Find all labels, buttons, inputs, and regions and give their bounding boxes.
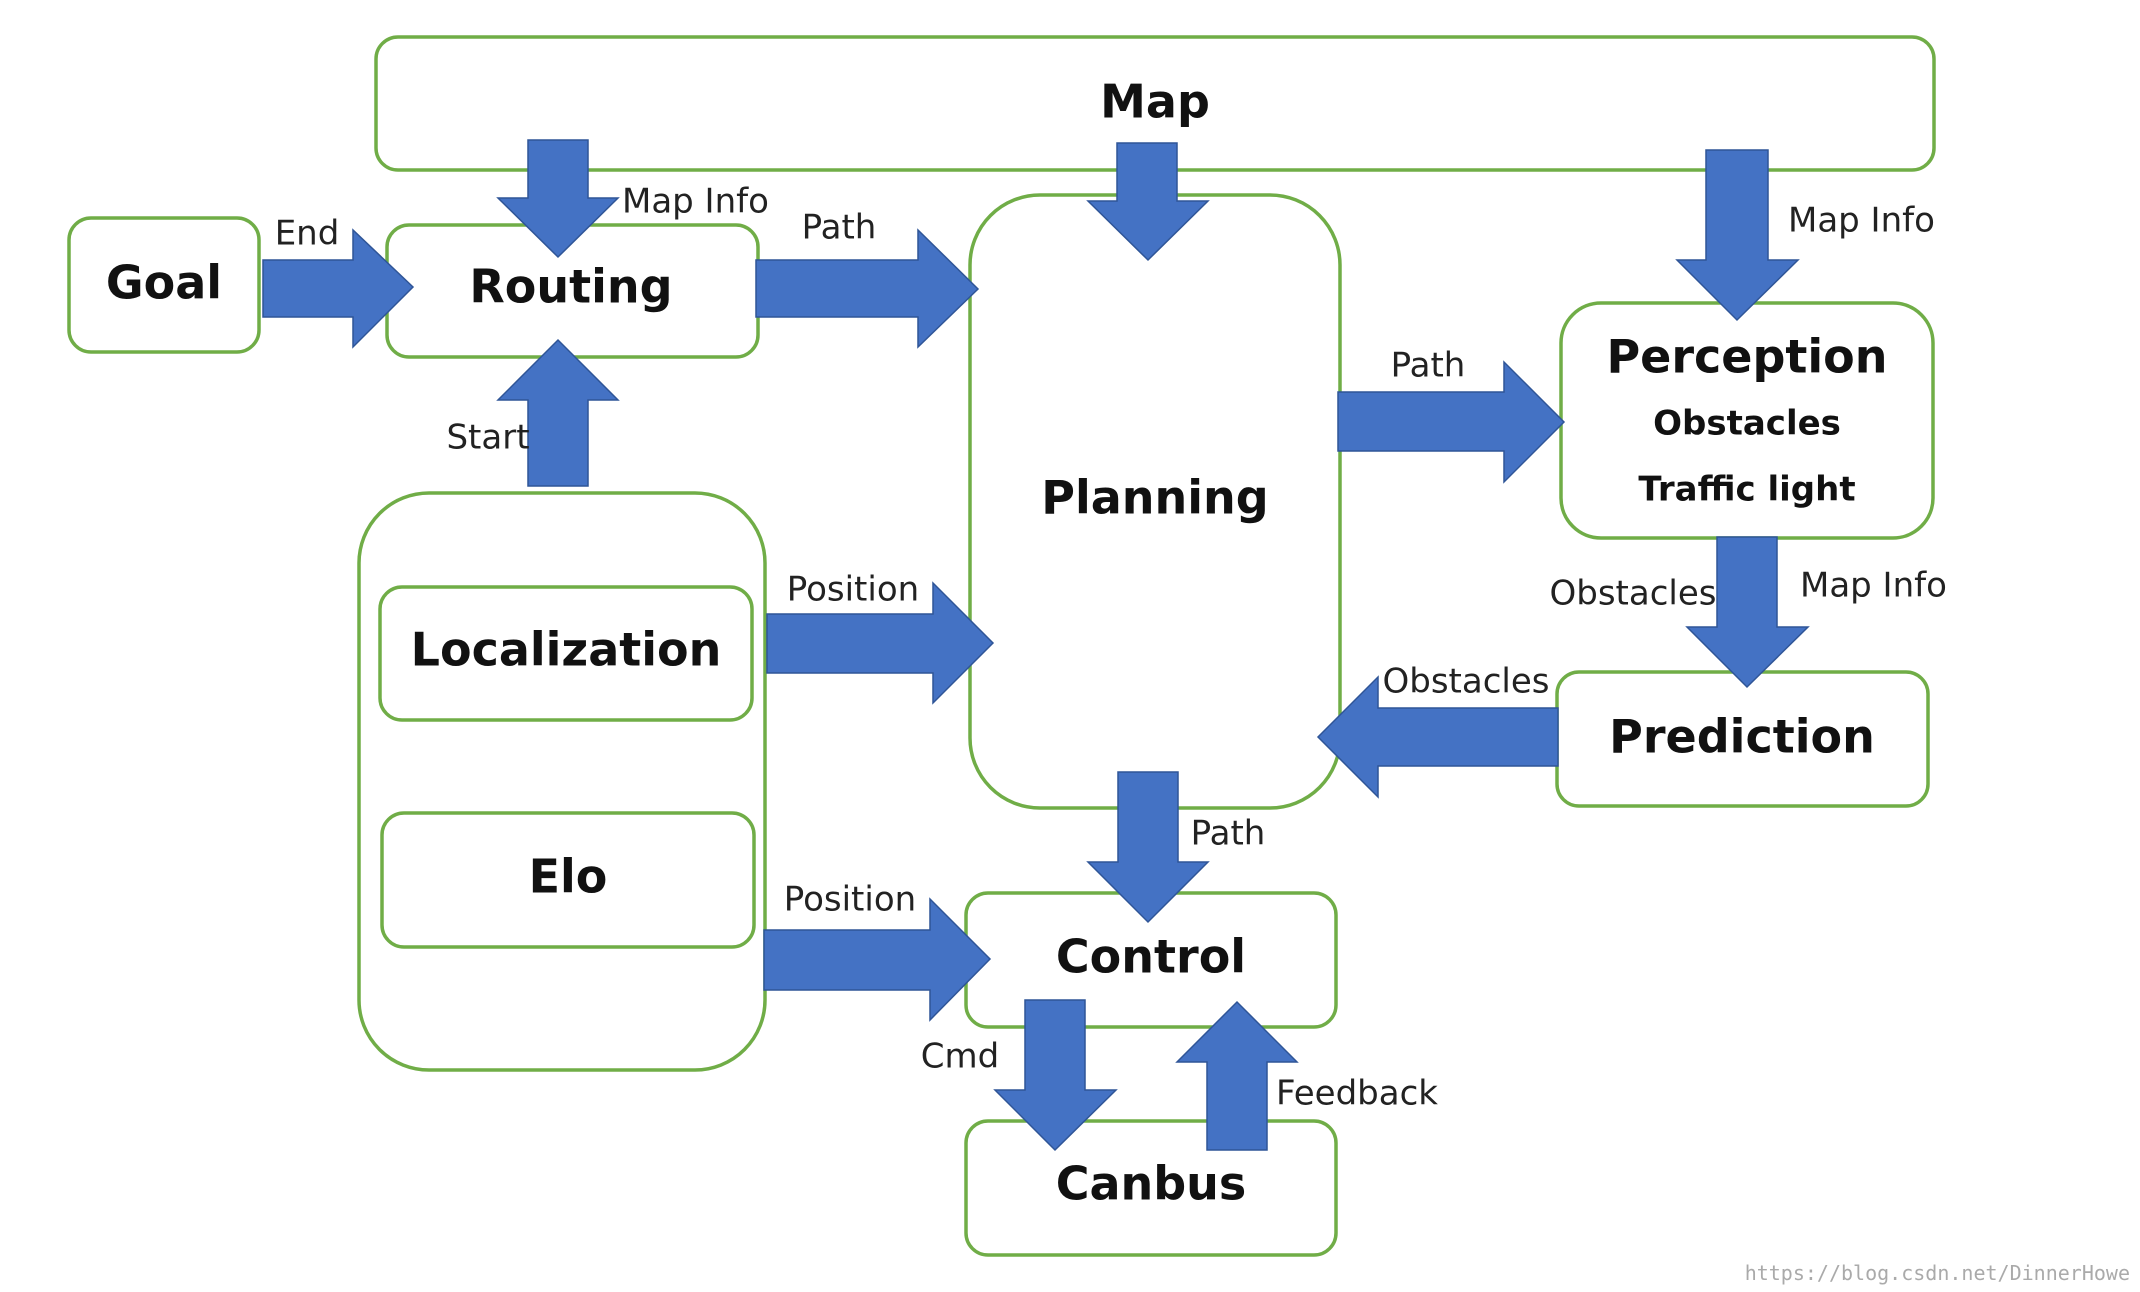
arrow-map-to-routing — [496, 139, 620, 259]
prediction-title: Prediction — [1609, 710, 1875, 764]
perception-traffic-light-label: Traffic light — [1638, 470, 1855, 510]
arrow-control-to-canbus — [993, 999, 1118, 1152]
perception-title: Perception — [1606, 330, 1887, 384]
edge-label-control-canbus: Cmd — [921, 1037, 999, 1077]
watermark: https://blog.csdn.net/DinnerHowe — [1745, 1261, 2130, 1285]
arrow-elo-to-control — [763, 897, 992, 1022]
edge-label-perception-prediction-obstacles: Obstacles — [1550, 574, 1717, 614]
edge-label-map-perception: Map Info — [1788, 201, 1935, 241]
edge-label-planning-perception: Path — [1391, 346, 1466, 386]
arrow-localization-to-planning — [766, 581, 995, 705]
goal-box — [67, 216, 261, 354]
edge-label-perception-prediction-mapinfo: Map Info — [1800, 566, 1947, 606]
arrow-localization-to-routing — [496, 338, 620, 487]
control-title: Control — [1056, 930, 1246, 984]
arrow-perception-to-prediction — [1685, 536, 1810, 689]
map-title: Map — [1100, 75, 1210, 129]
goal-title: Goal — [106, 256, 222, 310]
arrow-map-to-planning — [1086, 142, 1210, 262]
arrow-routing-to-planning — [755, 228, 980, 349]
localization-group-box — [357, 491, 767, 1072]
arrow-goal-to-routing — [262, 228, 415, 349]
perception-obstacles-label: Obstacles — [1653, 404, 1841, 444]
edge-label-map-routing: Map Info — [622, 182, 769, 222]
edge-label-localization-planning: Position — [787, 570, 919, 610]
arrow-canbus-to-control — [1175, 1000, 1299, 1151]
arrow-planning-to-perception — [1337, 360, 1566, 484]
edge-label-planning-control: Path — [1191, 814, 1266, 854]
elo-box — [380, 811, 756, 949]
localization-box — [378, 585, 754, 722]
localization-title: Localization — [411, 623, 722, 677]
edge-label-elo-control: Position — [784, 880, 916, 920]
planning-title: Planning — [1041, 471, 1268, 525]
canbus-box — [964, 1119, 1338, 1257]
routing-title: Routing — [469, 260, 672, 314]
edge-label-goal-routing: End — [275, 214, 340, 254]
edge-label-routing-planning: Path — [802, 208, 877, 248]
arrow-prediction-to-planning — [1316, 675, 1559, 799]
edge-label-prediction-planning: Obstacles — [1383, 662, 1550, 702]
elo-title: Elo — [529, 850, 608, 904]
edge-label-localization-routing: Start — [446, 418, 529, 458]
canbus-title: Canbus — [1056, 1157, 1247, 1211]
edge-label-canbus-control: Feedback — [1276, 1074, 1438, 1114]
arrow-planning-to-control — [1086, 771, 1210, 924]
arrow-map-to-perception — [1675, 149, 1800, 322]
